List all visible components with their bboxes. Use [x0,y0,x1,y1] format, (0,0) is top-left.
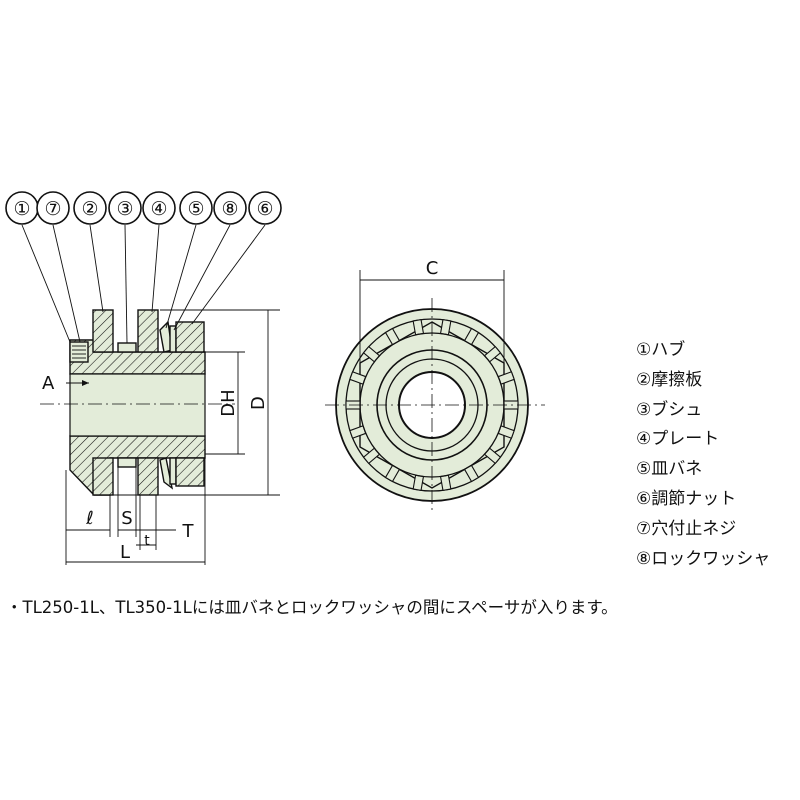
plate-upper [137,309,159,353]
section-view [5,191,282,565]
adjusting-nut-upper [175,321,205,353]
lock-washer-upper [169,325,177,353]
legend-item-bush: ③ブシュ [636,399,703,420]
dim-dh-label: DH [218,389,239,416]
dim-a-label: A [42,373,55,394]
callout-circle-2 [73,191,107,225]
friction-plate-lower [92,457,114,496]
dim-l-label: L [120,542,130,563]
callout-6: ⑥ [256,198,273,220]
leader-3 [124,224,128,344]
legend-item-friction-plate: ②摩擦板 [636,369,703,390]
callout-3: ③ [116,198,133,220]
legend-item-disc-spring: ⑤皿バネ [636,459,703,480]
nut-slot [439,318,452,336]
leader-7 [52,224,81,343]
adjusting-nut-lower [175,457,205,487]
plate-lower [137,457,159,496]
legend-item-plate: ④プレート [636,429,720,450]
leader-8 [173,224,231,331]
legend-item-adjusting-nut: ⑥調節ナット [636,488,737,509]
callout-circle-4 [142,191,176,225]
callout-circle-6 [248,191,282,225]
nut-slot [412,474,425,492]
legend-item-hub: ①ハブ [636,340,686,360]
lock-washer-lower [169,457,177,485]
parts-legend: ①ハブ ②摩擦板 ③ブシュ ④プレート ⑤皿バネ ⑥調節ナット ⑦穴付止ネジ ⑧… [636,335,770,573]
callout-circle-3 [108,191,142,225]
dim-d-label: D [248,396,269,410]
dim-s-label: S [121,508,132,529]
callout-7: ⑦ [44,198,61,220]
leader-2 [89,224,104,313]
dim-t-label: T [182,521,195,542]
leader-5 [165,224,197,329]
dimension-labels: A DH D ℓ S t T L C [42,258,438,563]
legend-item-lock-washer: ⑧ロックワッシャ [636,548,771,569]
friction-plate-upper [92,309,114,353]
callout-circle-8 [213,191,247,225]
dim-l-small-label: ℓ [85,508,93,529]
nut-slot [439,474,452,492]
callout-4: ④ [150,198,167,220]
callout-2: ② [81,198,98,220]
leader-6 [191,224,266,325]
hub-bore [69,373,206,437]
callout-1: ① [13,198,30,220]
leader-1 [21,224,71,343]
front-view [325,270,545,512]
dim-c-label: C [426,258,439,279]
callout-8: ⑧ [221,198,238,220]
bush-lower [117,457,137,468]
legend-item-set-screw: ⑦穴付止ネジ [636,518,737,539]
callout-circle-7 [36,191,70,225]
dim-t-small-label: t [144,533,150,549]
set-screw [69,341,89,363]
leader-4 [151,224,160,313]
nut-slot [412,318,425,336]
callout-5: ⑤ [187,198,204,220]
callout-circle-5 [179,191,213,225]
spacer-note: ・TL250-1L、TL350-1Lには皿バネとロックワッシャの間にスペーサが入… [6,598,618,617]
callout-labels: ① ⑦ ② ③ ④ ⑤ ⑧ ⑥ [13,198,273,220]
disc-spring-lower [159,457,174,490]
bush-upper [117,342,137,353]
